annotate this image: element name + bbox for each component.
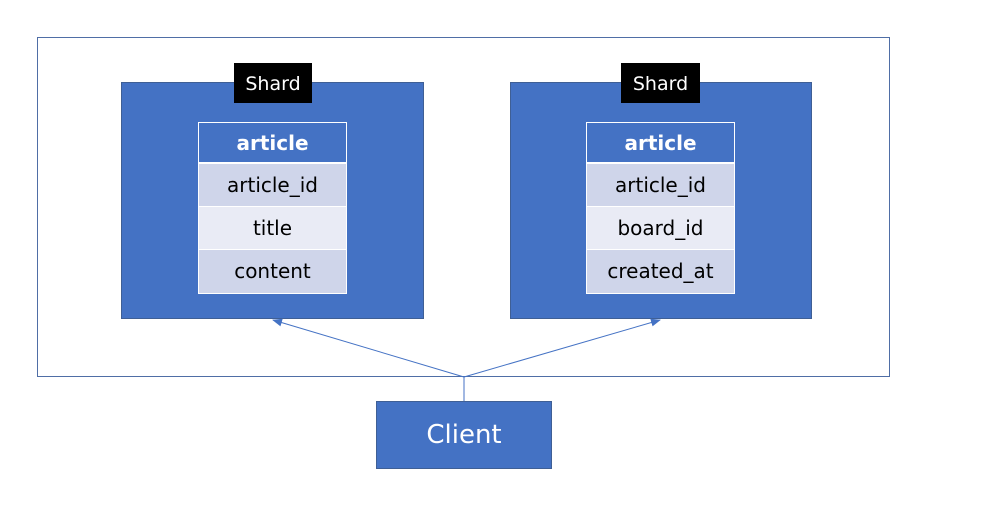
table-row: content	[199, 250, 346, 293]
shard-left-label: Shard	[234, 63, 312, 103]
table-row: board_id	[587, 207, 734, 250]
shard-left-article-table: article article_id title content	[198, 122, 347, 294]
table-header: article	[199, 123, 346, 164]
shard-right-article-table: article article_id board_id created_at	[586, 122, 735, 294]
table-row: article_id	[587, 164, 734, 207]
table-row: created_at	[587, 250, 734, 293]
table-header: article	[587, 123, 734, 164]
table-row: title	[199, 207, 346, 250]
shard-right-label: Shard	[621, 63, 700, 103]
client-node: Client	[376, 401, 552, 469]
table-row: article_id	[199, 164, 346, 207]
